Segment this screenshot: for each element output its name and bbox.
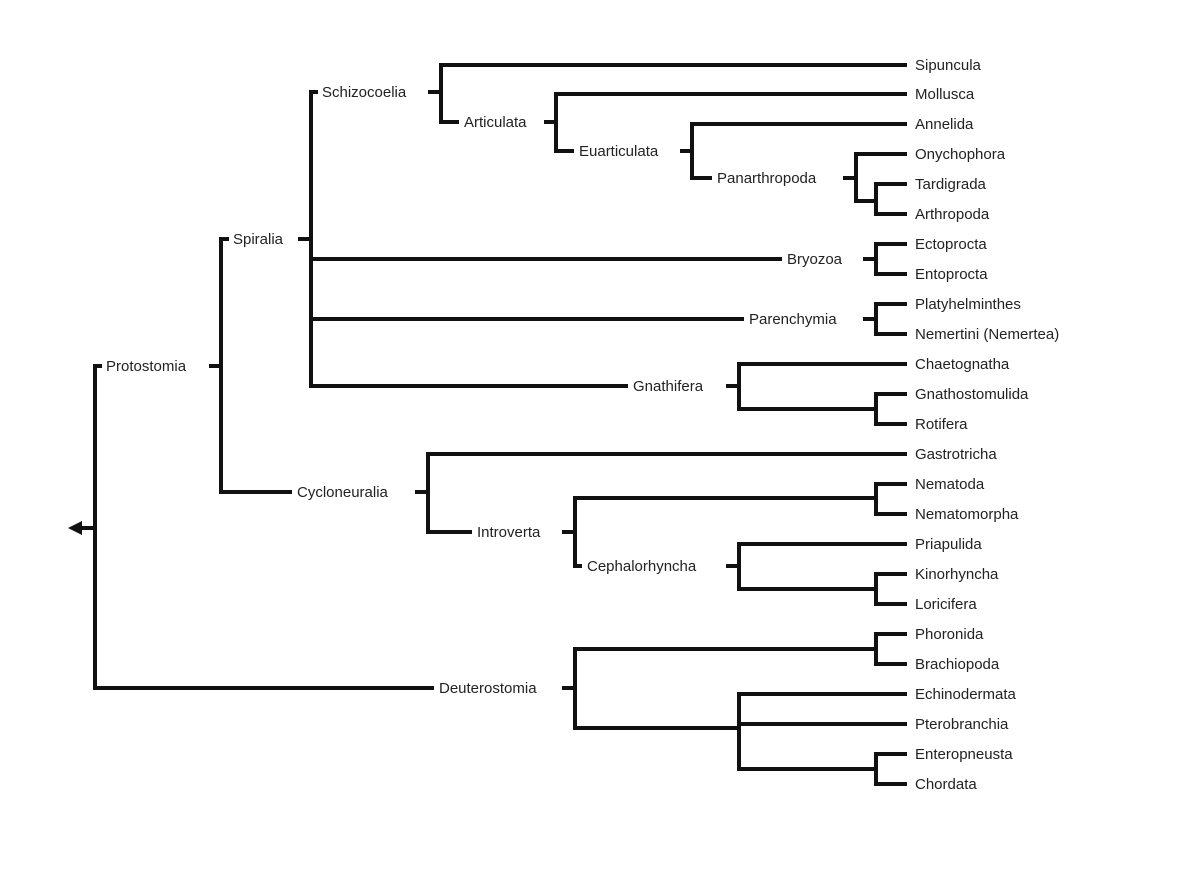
leaf-label-echinodermata: Echinodermata <box>915 686 1017 703</box>
leaf-label-priapulida: Priapulida <box>915 536 982 553</box>
clade-label-cephalorhyncha: Cephalorhyncha <box>587 558 697 575</box>
clade-label-spiralia: Spiralia <box>233 231 284 248</box>
clade-label-deuterostomia: Deuterostomia <box>439 680 537 697</box>
clade-label-bryozoa: Bryozoa <box>787 251 843 268</box>
leaf-label-gnathostomulida: Gnathostomulida <box>915 386 1029 403</box>
tree-branches <box>68 63 907 786</box>
clade-label-cycloneuralia: Cycloneuralia <box>297 484 389 501</box>
clade-label-gnathifera: Gnathifera <box>633 378 704 395</box>
clade-label-introverta: Introverta <box>477 524 541 541</box>
leaf-label-mollusca: Mollusca <box>915 86 975 103</box>
leaf-label-brachiopoda: Brachiopoda <box>915 656 1000 673</box>
leaf-label-loricifera: Loricifera <box>915 596 977 613</box>
clade-label-parenchymia: Parenchymia <box>749 311 837 328</box>
leaf-label-ectoprocta: Ectoprocta <box>915 236 987 253</box>
clade-label-panarthropoda: Panarthropoda <box>717 170 817 187</box>
leaf-label-sipuncula: Sipuncula <box>915 57 982 74</box>
leaf-label-onychophora: Onychophora <box>915 146 1006 163</box>
leaf-labels: Sipuncula Mollusca Annelida Onychophora … <box>915 57 1059 793</box>
clade-label-euarticulata: Euarticulata <box>579 143 659 160</box>
leaf-label-kinorhyncha: Kinorhyncha <box>915 566 999 583</box>
leaf-label-chaetognatha: Chaetognatha <box>915 356 1010 373</box>
root-arrow-icon <box>68 521 82 535</box>
leaf-label-nematoda: Nematoda <box>915 476 985 493</box>
leaf-label-rotifera: Rotifera <box>915 416 968 433</box>
leaf-label-nemertini: Nemertini (Nemertea) <box>915 326 1059 343</box>
leaf-label-tardigrada: Tardigrada <box>915 176 987 193</box>
leaf-label-arthropoda: Arthropoda <box>915 206 990 223</box>
leaf-label-chordata: Chordata <box>915 776 977 793</box>
leaf-label-pterobranchia: Pterobranchia <box>915 716 1009 733</box>
leaf-label-enteropneusta: Enteropneusta <box>915 746 1013 763</box>
clade-label-protostomia: Protostomia <box>106 358 187 375</box>
leaf-label-entoprocta: Entoprocta <box>915 266 988 283</box>
clade-label-schizocoelia: Schizocoelia <box>322 84 407 101</box>
leaf-label-gastrotricha: Gastrotricha <box>915 446 997 463</box>
clade-labels: Protostomia Spiralia Schizocoelia Articu… <box>106 84 843 697</box>
leaf-label-phoronida: Phoronida <box>915 626 984 643</box>
clade-label-articulata: Articulata <box>464 114 527 131</box>
leaf-label-platyhelminthes: Platyhelminthes <box>915 296 1021 313</box>
leaf-label-annelida: Annelida <box>915 116 974 133</box>
leaf-label-nematomorpha: Nematomorpha <box>915 506 1019 523</box>
